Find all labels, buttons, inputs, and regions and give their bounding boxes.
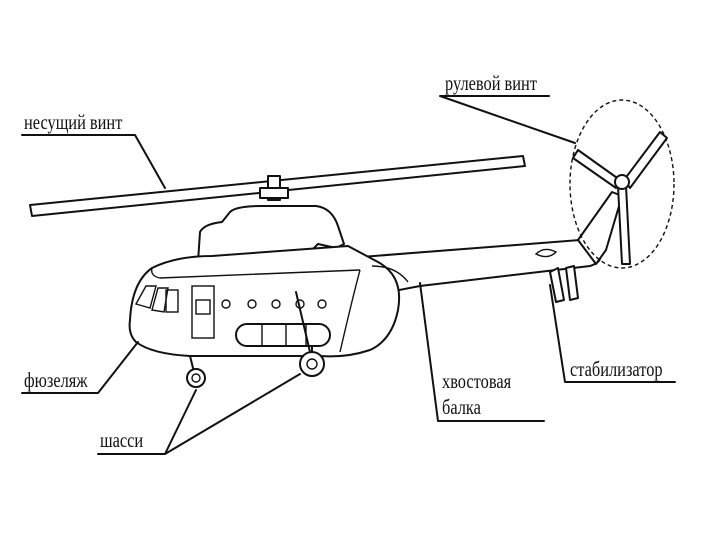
fuselage (128, 245, 400, 358)
portholes (221, 299, 327, 309)
door (191, 285, 215, 339)
tail-rotor (569, 99, 675, 269)
main-rotor (29, 155, 526, 217)
label-stabilizer: стабилизатор (570, 357, 663, 381)
fuel-tank (235, 323, 331, 347)
stabilizer (549, 265, 579, 303)
tail-intake (534, 248, 558, 258)
label-tail-rotor: рулевой винт (445, 71, 537, 95)
label-landing-gear: шасси (100, 428, 144, 452)
label-tail-boom-line2: балка (442, 395, 481, 419)
tail-fin (577, 191, 623, 265)
label-tail-boom-line1: хвостовая (442, 369, 512, 393)
leader-lines (21, 95, 676, 455)
label-fuselage: фюзеляж (24, 368, 88, 392)
cockpit-windows (134, 285, 179, 313)
landing-gear (186, 345, 325, 388)
label-main-rotor: несущий винт (24, 110, 123, 134)
